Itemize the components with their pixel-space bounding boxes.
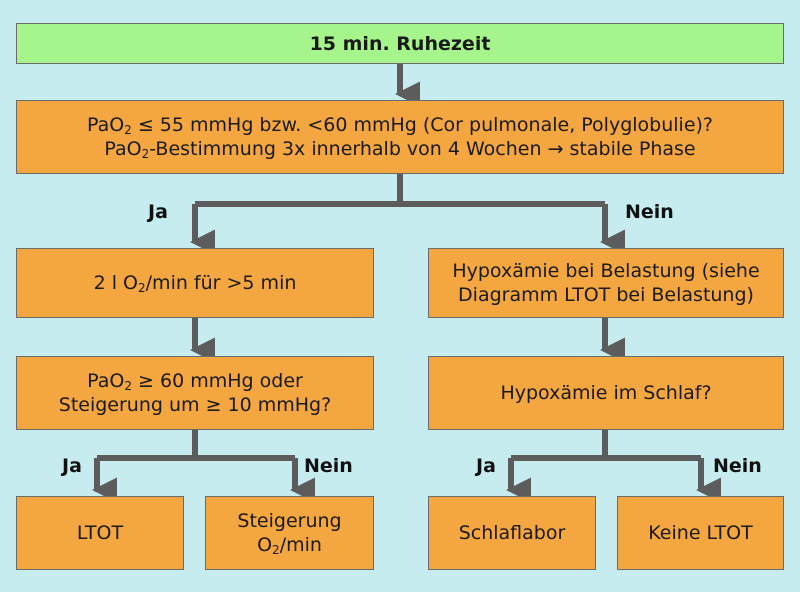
branch-sleep-split (511, 430, 701, 461)
node-increase-o2: Steigerung O2/min (205, 496, 374, 570)
label-nein-right: Nein (625, 201, 674, 223)
node-increase-line1: Steigerung (237, 510, 342, 532)
node-rest-text: 15 min. Ruhezeit (309, 32, 491, 55)
node-sleep-lab-text: Schlaflabor (458, 522, 566, 544)
node-pao2-check-line1: PaO2 ≤ 55 mmHg bzw. <60 mmHg (Cor pulmon… (86, 114, 714, 137)
node-increase-line2: O2/min (257, 534, 322, 557)
node-ltot: LTOT (16, 496, 184, 570)
node-pao2-check-line2: PaO2-Bestimmung 3x innerhalb von 4 Woche… (104, 138, 696, 161)
node-o2-trial-text: 2 l O2/min für >5 min (93, 272, 297, 295)
node-sleep-hypoxemia: Hypoxämie im Schlaf? (428, 356, 784, 430)
branch-response-split (97, 430, 295, 461)
node-o2-trial: 2 l O2/min für >5 min (16, 248, 374, 318)
node-sleep-lab: Schlaflabor (428, 496, 596, 570)
label-nein-sleep: Nein (713, 455, 762, 477)
node-sleep-text: Hypoxämie im Schlaf? (500, 382, 712, 404)
label-ja-left: Ja (148, 201, 168, 223)
branch-check-split (195, 174, 605, 207)
node-response-line2: Steigerung um ≥ 10 mmHg? (58, 394, 332, 416)
node-pao2-response: PaO2 ≥ 60 mmHg oder Steigerung um ≥ 10 m… (16, 356, 374, 430)
node-no-ltot: Keine LTOT (617, 496, 784, 570)
label-ja-sleep: Ja (476, 455, 496, 477)
label-ja-response: Ja (62, 455, 82, 477)
node-exercise-line2: Diagramm LTOT bei Belastung) (458, 284, 754, 306)
node-no-ltot-text: Keine LTOT (648, 522, 753, 544)
label-nein-response: Nein (304, 455, 353, 477)
node-exercise-hypoxemia: Hypoxämie bei Belastung (siehe Diagramm … (428, 248, 784, 318)
node-pao2-check: PaO2 ≤ 55 mmHg bzw. <60 mmHg (Cor pulmon… (16, 100, 784, 174)
node-exercise-line1: Hypoxämie bei Belastung (siehe (452, 260, 760, 282)
node-ltot-text: LTOT (76, 522, 124, 544)
node-response-line1: PaO2 ≥ 60 mmHg oder (87, 370, 303, 393)
node-rest: 15 min. Ruhezeit (16, 23, 784, 64)
